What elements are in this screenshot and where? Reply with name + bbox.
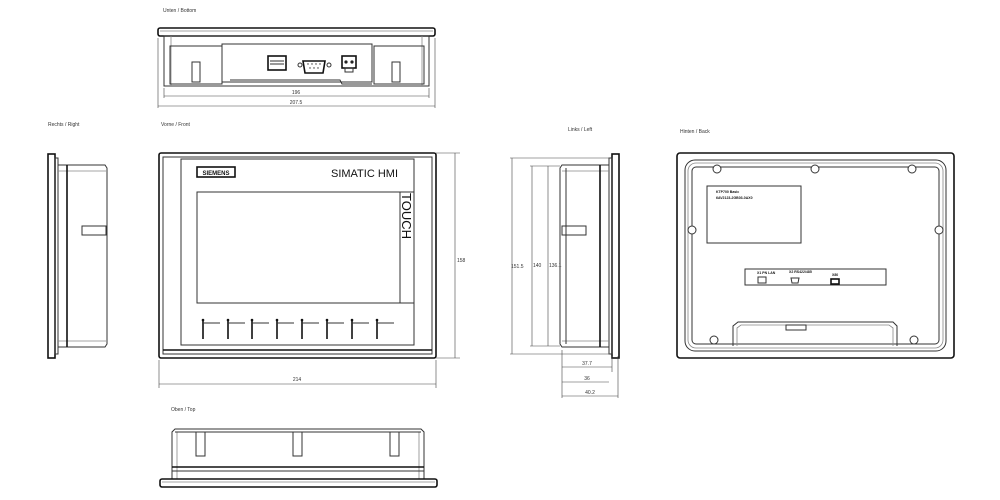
connector-label-lan: X1 PN LAN [757, 271, 776, 275]
top-clip-left [195, 431, 206, 457]
bottom-bezel [157, 27, 436, 37]
dim-158: 158 [457, 258, 466, 264]
left-view-title: Links / Left [568, 127, 593, 133]
front-bezel [158, 152, 437, 359]
top-view-title: Oben / Top [171, 407, 196, 413]
function-key-2[interactable] [226, 318, 245, 339]
left-housing [559, 164, 609, 348]
dim-196: 196 [292, 90, 301, 96]
dim-37-7: 37.7 [582, 361, 592, 367]
function-key-8[interactable] [375, 318, 394, 339]
dim-136-1: 136.1 [549, 263, 562, 269]
function-key-6[interactable] [325, 318, 344, 339]
connector-label-rs485: X2 RS422/485 [789, 270, 812, 274]
left-bezel [611, 153, 620, 359]
type-plate-line-2: 6AV2123-2GB03-0AX0 [716, 196, 753, 200]
front-view: Vorne / Front SIEMENS SIMATIC HMI TOUCH … [158, 122, 466, 388]
right-bezel [47, 153, 56, 359]
dim-207-5: 207.5 [290, 100, 303, 106]
function-key-3[interactable] [250, 318, 269, 339]
dim-140: 140 [533, 263, 542, 269]
left-view: Links / Left 151.5 140 136.1 37.7 36 40.… [510, 127, 620, 398]
function-key-7[interactable] [350, 318, 369, 339]
bottom-clip-left [191, 61, 201, 83]
bottom-housing [163, 35, 430, 87]
top-clip-center [292, 431, 303, 457]
rs485-port-icon [790, 277, 800, 284]
siemens-logo [196, 166, 236, 178]
usb-port-icon [267, 55, 287, 71]
top-bezel [159, 478, 438, 488]
top-housing [171, 428, 425, 479]
function-keys [201, 318, 394, 339]
function-key-1[interactable] [201, 318, 220, 339]
right-clip [81, 225, 107, 236]
right-view: Rechts / Right [47, 122, 108, 359]
back-bracket [732, 321, 898, 346]
function-key-4[interactable] [275, 318, 294, 339]
svg-text:SIEMENS: SIEMENS [202, 171, 229, 177]
top-clip-right [389, 431, 400, 457]
function-key-5[interactable] [300, 318, 319, 339]
touch-label: TOUCH [399, 193, 414, 239]
display-area [196, 191, 401, 304]
dim-214: 214 [293, 377, 302, 383]
right-housing [58, 164, 108, 348]
bottom-view-title: Unten / Bottom [163, 8, 196, 14]
rs485-dsub-icon [302, 60, 326, 74]
type-plate-line-1: KTP700 Basic [716, 190, 739, 194]
connector-label-power: X80 [832, 273, 838, 277]
back-view-title: Hinten / Back [680, 129, 710, 135]
dim-40-2: 40.2 [585, 390, 595, 396]
back-outline [676, 152, 955, 359]
top-view: Oben / Top [159, 407, 438, 488]
dim-151-5: 151.5 [511, 264, 524, 270]
dim-36: 36 [584, 376, 590, 382]
simatic-hmi-label: SIMATIC HMI [331, 168, 398, 180]
bottom-view: Unten / Bottom 196 207.5 [157, 8, 436, 108]
power-port-icon [830, 278, 840, 285]
back-connector-panel [744, 268, 887, 286]
left-clip [561, 225, 587, 236]
type-plate [706, 185, 802, 244]
right-view-title: Rechts / Right [48, 122, 80, 128]
bottom-clip-right [391, 61, 401, 83]
front-membrane [180, 158, 415, 346]
back-view: Hinten / Back KTP700 Basic 6AV2123-2GB03… [676, 129, 955, 359]
lan-port-icon [757, 276, 767, 284]
front-view-title: Vorne / Front [161, 122, 191, 128]
connector-panel [221, 43, 373, 83]
power-terminal-icon [341, 55, 357, 69]
